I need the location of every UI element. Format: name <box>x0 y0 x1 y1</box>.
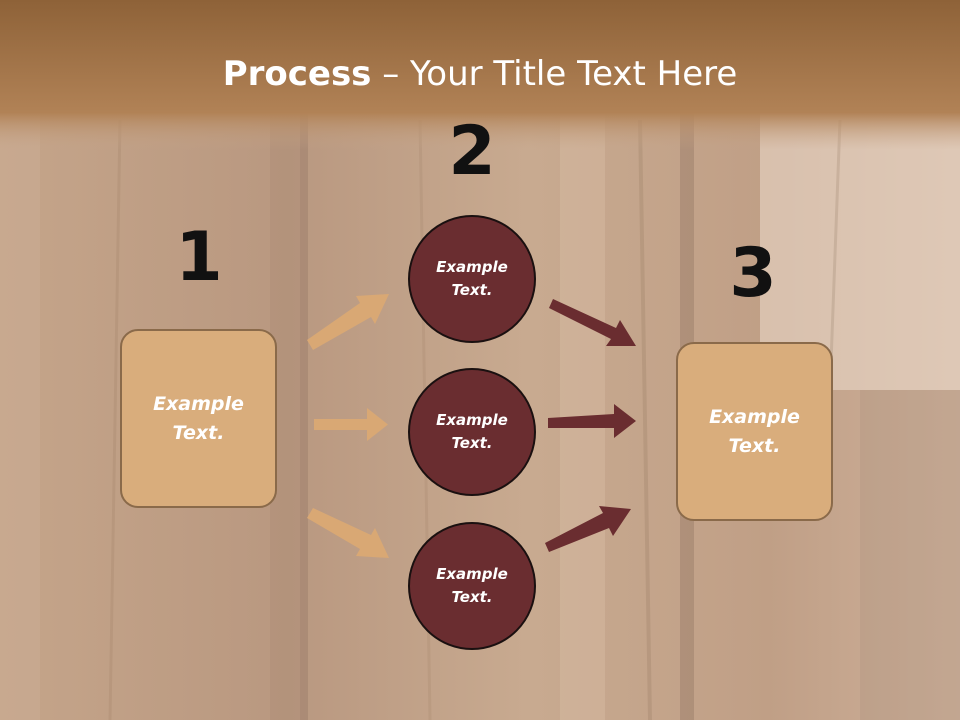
step-box-1: Example Text. <box>120 329 277 508</box>
arrow-box1-to-node2 <box>314 408 388 441</box>
middle-node-1-label: Example Text. <box>436 258 508 299</box>
arrow-box1-to-node3 <box>307 508 389 558</box>
step-number-3: 3 <box>729 234 777 313</box>
middle-node-3: Example Text. <box>408 522 536 650</box>
step-number-1: 1 <box>175 218 223 297</box>
slide-title: Process – Your Title Text Here <box>0 52 960 96</box>
header-band-fill <box>0 0 960 150</box>
middle-node-2-label: Example Text. <box>436 411 508 452</box>
arrow-node2-to-box3 <box>548 404 636 438</box>
middle-node-3-label: Example Text. <box>436 565 508 606</box>
middle-node-1: Example Text. <box>408 215 536 343</box>
title-strong: Process <box>222 54 372 94</box>
header-band <box>0 0 960 150</box>
arrow-node3-to-box3 <box>545 506 631 552</box>
title-rest: – Your Title Text Here <box>371 54 738 94</box>
step-box-3-label: Example Text. <box>709 405 800 457</box>
step-box-1-label: Example Text. <box>153 392 244 444</box>
step-box-3: Example Text. <box>676 342 833 521</box>
middle-node-2: Example Text. <box>408 368 536 496</box>
arrow-node1-to-box3 <box>549 299 636 346</box>
arrow-box1-to-node1 <box>307 294 389 350</box>
step-number-2: 2 <box>448 112 496 191</box>
